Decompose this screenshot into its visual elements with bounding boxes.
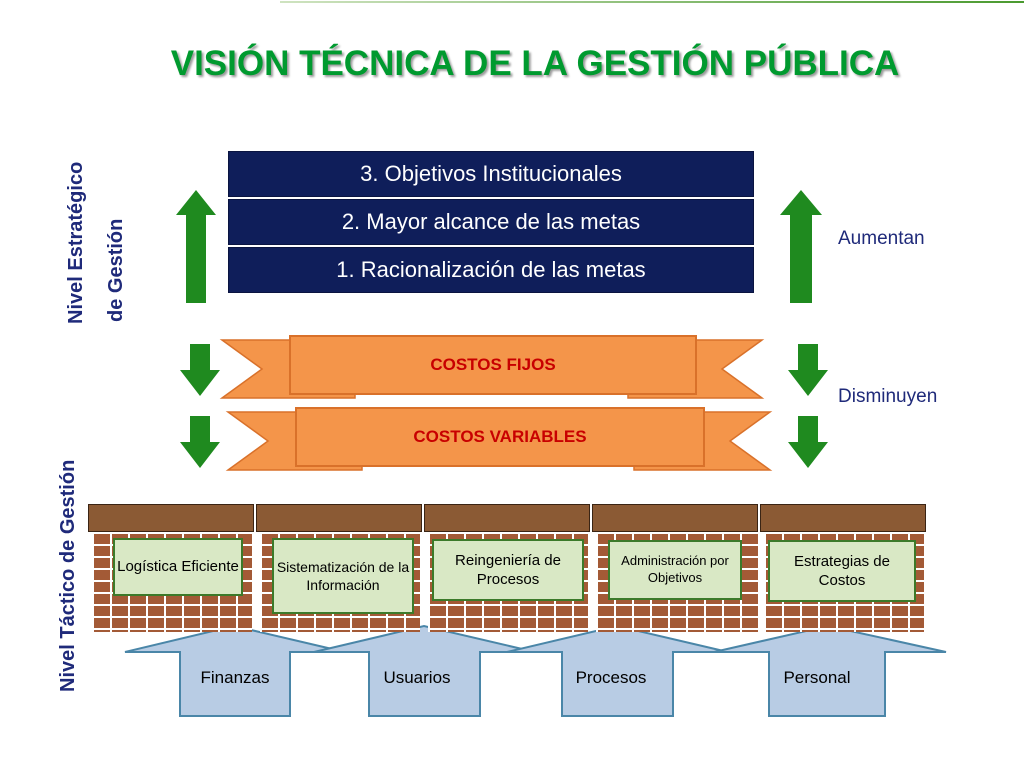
base-label-personal: Personal <box>783 668 851 687</box>
wall-cap-5 <box>760 504 926 532</box>
increase-label: Aumentan <box>838 228 925 249</box>
base-arrow-personal <box>713 624 947 717</box>
wall-cap-1 <box>88 504 254 532</box>
pillar-sistematizacion: Sistematización de la Información <box>272 538 414 614</box>
top-divider <box>0 0 1024 4</box>
decrease-arrow-left-1 <box>180 344 220 396</box>
fixed-costs-label: COSTOS FIJOS <box>430 355 556 374</box>
decrease-arrow-right-1 <box>788 344 828 396</box>
pillar-logistica: Logística Eficiente <box>113 538 243 596</box>
base-label-usuarios: Usuarios <box>383 668 451 687</box>
decrease-arrow-right-2 <box>788 416 828 468</box>
base-arrow-usuarios <box>313 624 536 717</box>
pillar-reingenieria: Reingeniería de Procesos <box>432 539 584 601</box>
wall-cap-2 <box>256 504 422 532</box>
base-label-finanzas: Finanzas <box>200 668 270 687</box>
base-label-procesos: Procesos <box>575 668 647 687</box>
objective-2: 2. Mayor alcance de las metas <box>228 199 754 245</box>
objective-1: 1. Racionalización de las metas <box>228 247 754 293</box>
fixed-costs-ribbon <box>219 335 765 399</box>
variable-costs-label: COSTOS VARIABLES <box>413 427 587 446</box>
wall-cap-4 <box>592 504 758 532</box>
increase-arrow-right <box>780 190 822 303</box>
increase-arrow-left <box>176 190 216 303</box>
base-arrow-procesos <box>506 624 729 717</box>
base-arrow-finanzas <box>124 624 346 717</box>
pillar-administracion: Administración por Objetivos <box>608 540 742 600</box>
objective-3: 3. Objetivos Institucionales <box>228 151 754 197</box>
decrease-arrow-left-2 <box>180 416 220 468</box>
pillar-estrategias: Estrategias de Costos <box>768 540 916 602</box>
wall-cap-3 <box>424 504 590 532</box>
page-title: VISIÓN TÉCNICA DE LA GESTIÓN PÚBLICA <box>170 44 900 83</box>
variable-costs-ribbon <box>225 407 773 471</box>
decrease-label: Disminuyen <box>838 386 938 407</box>
